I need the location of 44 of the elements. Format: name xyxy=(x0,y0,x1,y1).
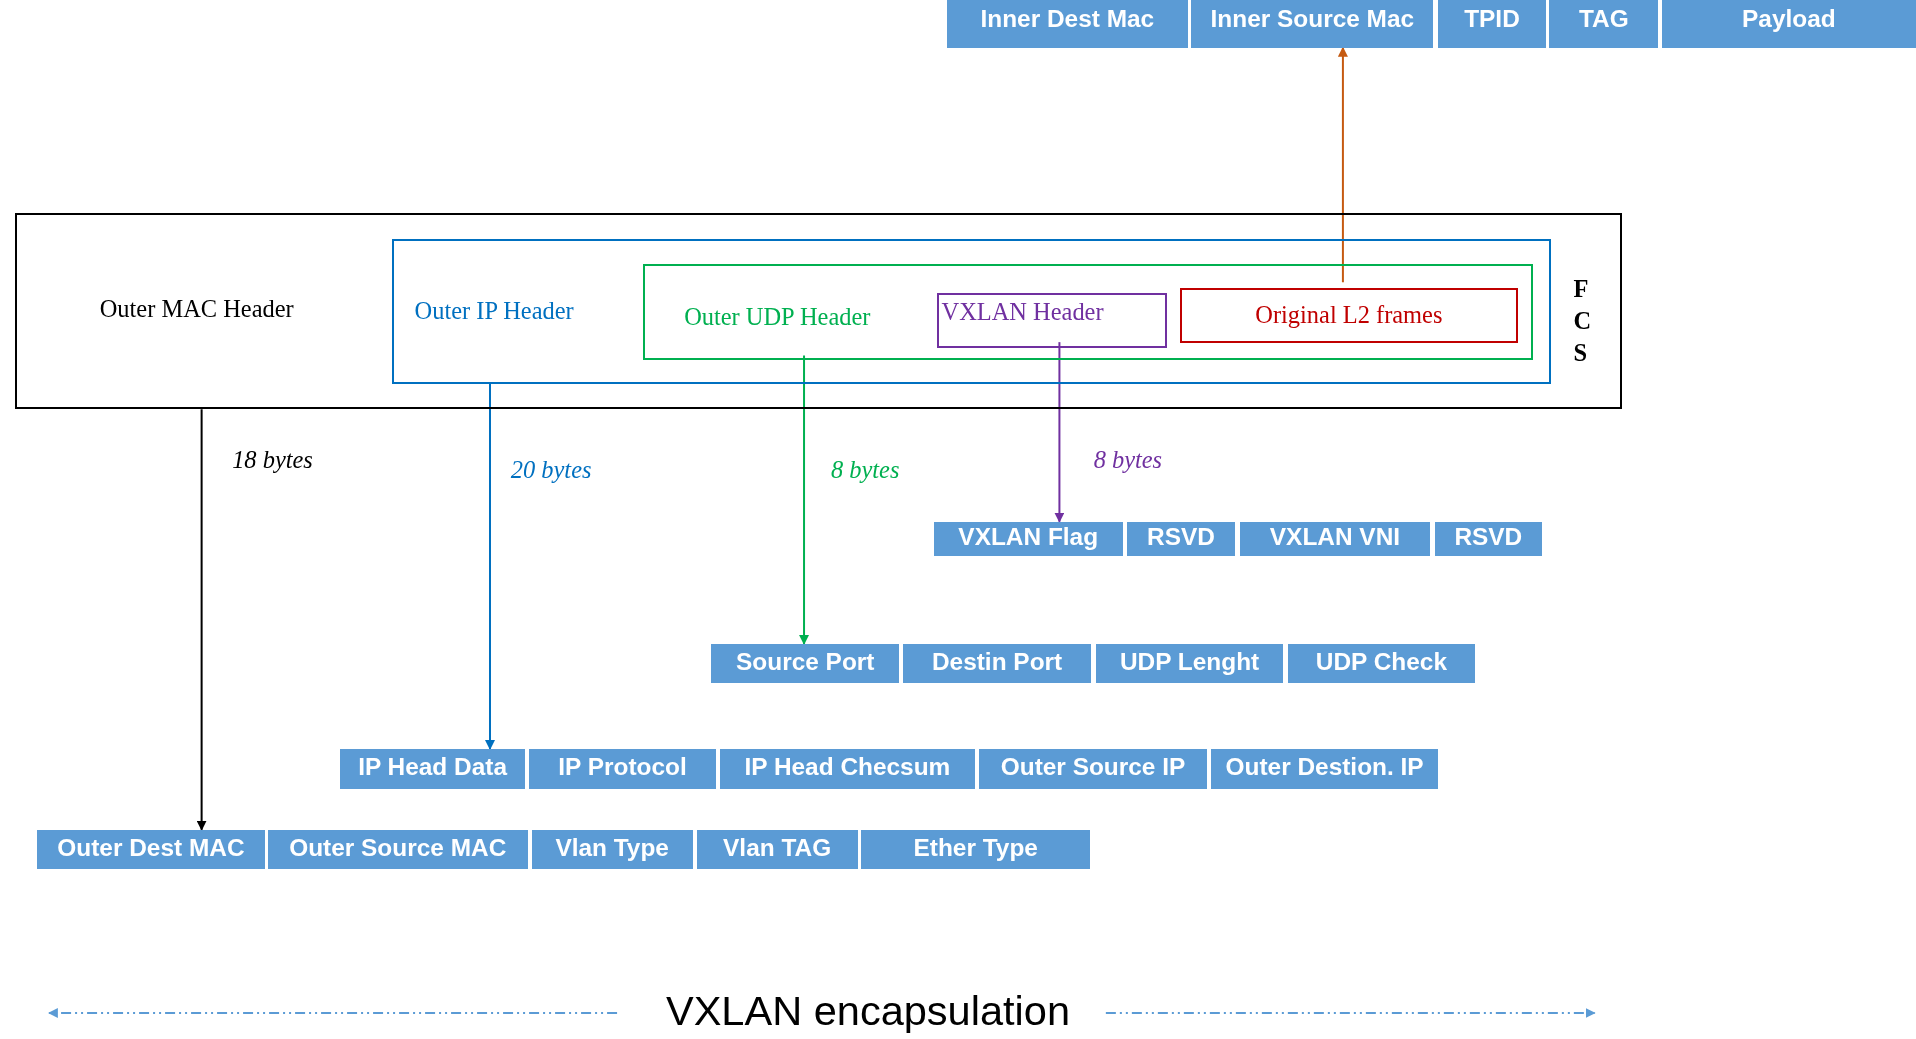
caption: VXLAN encapsulation xyxy=(665,987,1070,1036)
field-cell: Outer Destion. IP xyxy=(1210,749,1439,790)
header-box xyxy=(643,264,1533,360)
header-label: Outer UDP Header xyxy=(684,302,871,331)
field-cell: Outer Source IP xyxy=(978,749,1208,790)
field-cell: VXLAN VNI xyxy=(1240,521,1430,556)
field-cell: Inner Source Mac xyxy=(1191,0,1434,48)
header-box xyxy=(1180,288,1518,344)
field-cell: UDP Lenght xyxy=(1096,643,1284,684)
header-label: Original L2 frames xyxy=(1254,301,1444,330)
field-cell: RSVD xyxy=(1126,521,1236,556)
field-cell: Vlan TAG xyxy=(696,829,858,869)
field-cell: Destin Port xyxy=(903,643,1092,684)
field-cell: IP Protocol xyxy=(529,749,717,790)
field-cell: Outer Dest MAC xyxy=(36,829,266,869)
field-cell: Inner Dest Mac xyxy=(947,0,1188,48)
header-label: Outer MAC Header xyxy=(99,295,294,324)
header-box xyxy=(14,212,1622,410)
edge-label: 8 bytes xyxy=(1093,446,1163,474)
field-cell: Vlan Type xyxy=(531,829,693,869)
arrow xyxy=(1337,46,1348,284)
fcs-label: F C S xyxy=(1573,274,1591,368)
edge-label: 8 bytes xyxy=(830,455,900,484)
field-cell: TAG xyxy=(1549,0,1659,48)
field-cell: Ether Type xyxy=(861,829,1090,869)
edge-label: 18 bytes xyxy=(232,446,313,474)
header-label: Outer IP Header xyxy=(414,297,574,326)
arrow xyxy=(1054,341,1065,523)
header-box xyxy=(391,239,1552,385)
field-cell: IP Head Data xyxy=(339,749,526,790)
header-box xyxy=(937,293,1167,349)
field-cell: Source Port xyxy=(711,643,900,684)
header-label: VXLAN Header xyxy=(941,297,1104,326)
edge-label: 20 bytes xyxy=(510,455,592,484)
arrow xyxy=(799,354,810,645)
field-cell: Outer Source MAC xyxy=(267,829,528,869)
field-cell: UDP Check xyxy=(1287,643,1475,684)
field-cell: IP Head Checsum xyxy=(719,749,976,790)
arrow xyxy=(196,408,207,831)
field-cell: VXLAN Flag xyxy=(933,521,1123,556)
field-cell: RSVD xyxy=(1434,521,1543,556)
field-cell: TPID xyxy=(1438,0,1546,48)
field-cell: Payload xyxy=(1661,0,1916,48)
arrow xyxy=(485,381,495,751)
